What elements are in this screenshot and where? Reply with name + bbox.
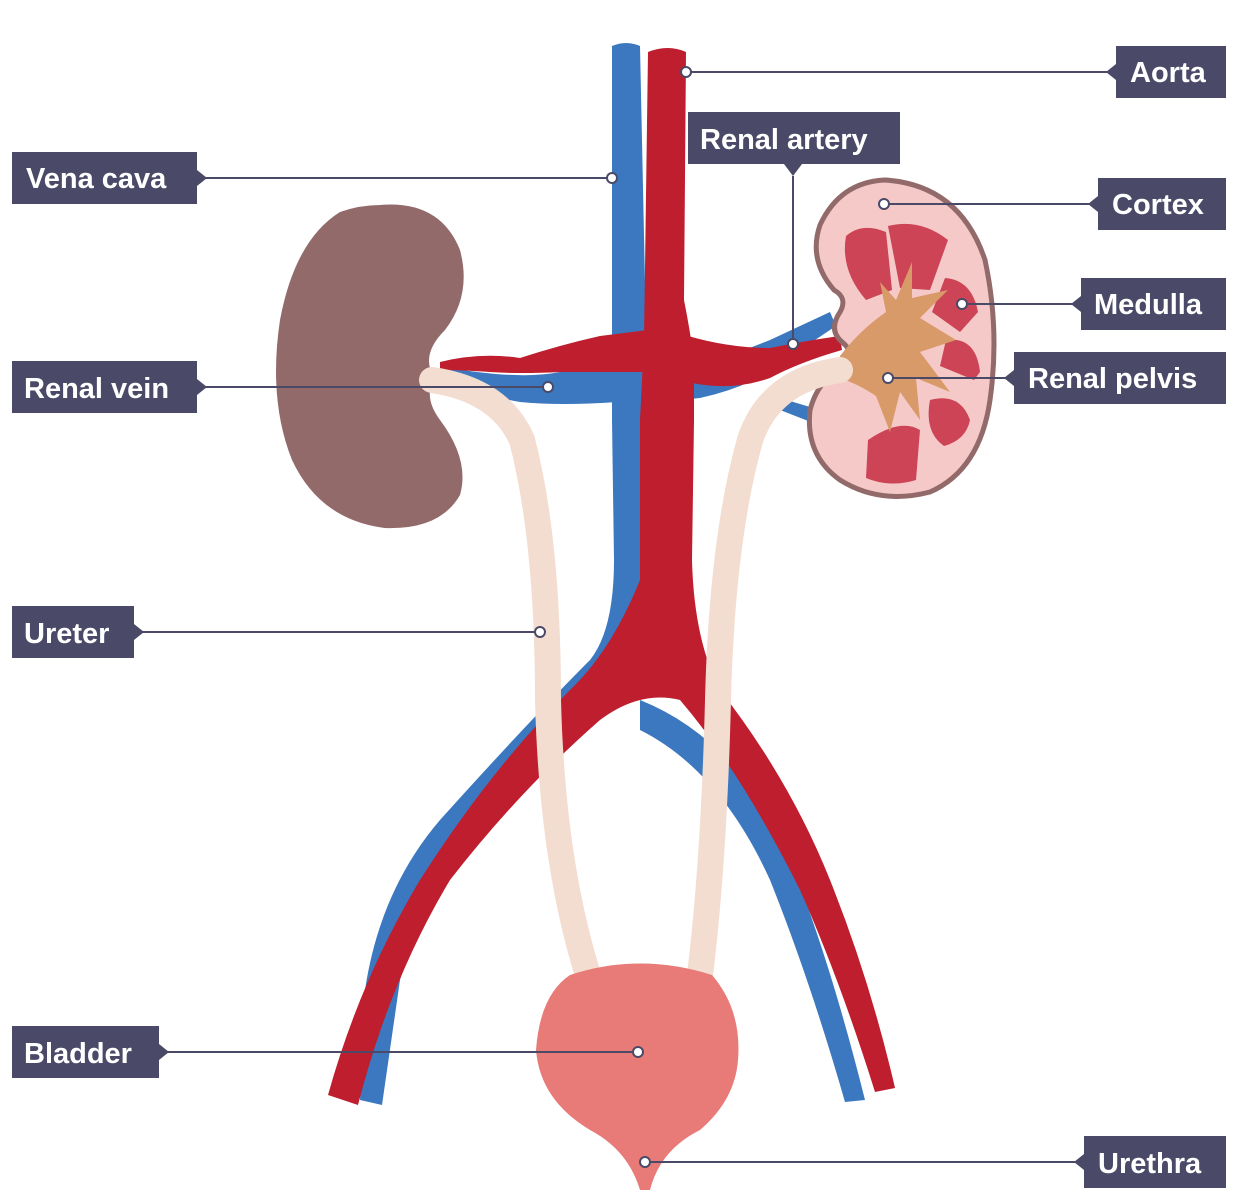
medulla-pyramid	[928, 398, 970, 446]
label-urethra-text: Urethra	[1098, 1148, 1202, 1180]
medulla-pyramid	[888, 223, 948, 290]
label-aorta-text: Aorta	[1130, 57, 1207, 89]
label-cortex-text: Cortex	[1112, 189, 1204, 221]
renal-artery-right	[688, 336, 842, 387]
label-renal-vein-text: Renal vein	[24, 373, 169, 405]
aorta-and-arteries	[328, 48, 895, 1105]
pointer-renal-pelvis	[882, 372, 894, 384]
pointer-bladder	[632, 1046, 644, 1058]
ureters	[419, 357, 853, 988]
pointer-ureter	[534, 626, 546, 638]
label-vena-cava: Vena cava	[12, 152, 207, 204]
pointer-renal-vein	[542, 381, 554, 393]
label-medulla: Medulla	[1071, 278, 1226, 330]
label-bladder: Bladder	[12, 1026, 169, 1078]
left-kidney	[276, 204, 464, 529]
label-vena-cava-text: Vena cava	[26, 163, 167, 195]
label-bladder-text: Bladder	[24, 1038, 132, 1070]
ureter-right	[687, 357, 853, 988]
leader-lines	[142, 66, 1110, 1168]
iliac-vein-right	[640, 700, 865, 1102]
pointer-vena-cava	[606, 172, 618, 184]
label-cortex: Cortex	[1088, 178, 1226, 230]
label-renal-vein: Renal vein	[12, 361, 207, 413]
pointer-urethra	[639, 1156, 651, 1168]
pointer-cortex	[878, 198, 890, 210]
vena-cava-and-veins	[360, 43, 865, 1105]
aorta	[328, 48, 895, 1105]
ureter-left	[419, 367, 601, 988]
bladder-shape	[536, 963, 739, 1190]
pointer-renal-artery	[787, 338, 799, 350]
pointer-medulla	[956, 298, 968, 310]
label-renal-artery: Renal artery	[688, 112, 900, 176]
label-renal-pelvis: Renal pelvis	[1004, 352, 1226, 404]
label-renal-artery-text: Renal artery	[700, 124, 868, 156]
label-urethra: Urethra	[1074, 1136, 1226, 1188]
medulla-pyramid	[866, 425, 920, 484]
right-kidney-cross-section	[806, 177, 997, 499]
medulla-pyramid	[940, 339, 980, 380]
vena-cava	[360, 43, 659, 1105]
renal-pelvis-shape	[840, 262, 956, 432]
renal-artery-left	[440, 330, 650, 373]
label-ureter: Ureter	[12, 606, 144, 658]
label-aorta: Aorta	[1106, 46, 1226, 98]
label-ureter-text: Ureter	[24, 618, 109, 650]
label-medulla-text: Medulla	[1094, 289, 1203, 321]
label-renal-pelvis-text: Renal pelvis	[1028, 363, 1197, 395]
medulla-pyramid	[844, 227, 892, 300]
pointer-aorta	[680, 66, 692, 78]
